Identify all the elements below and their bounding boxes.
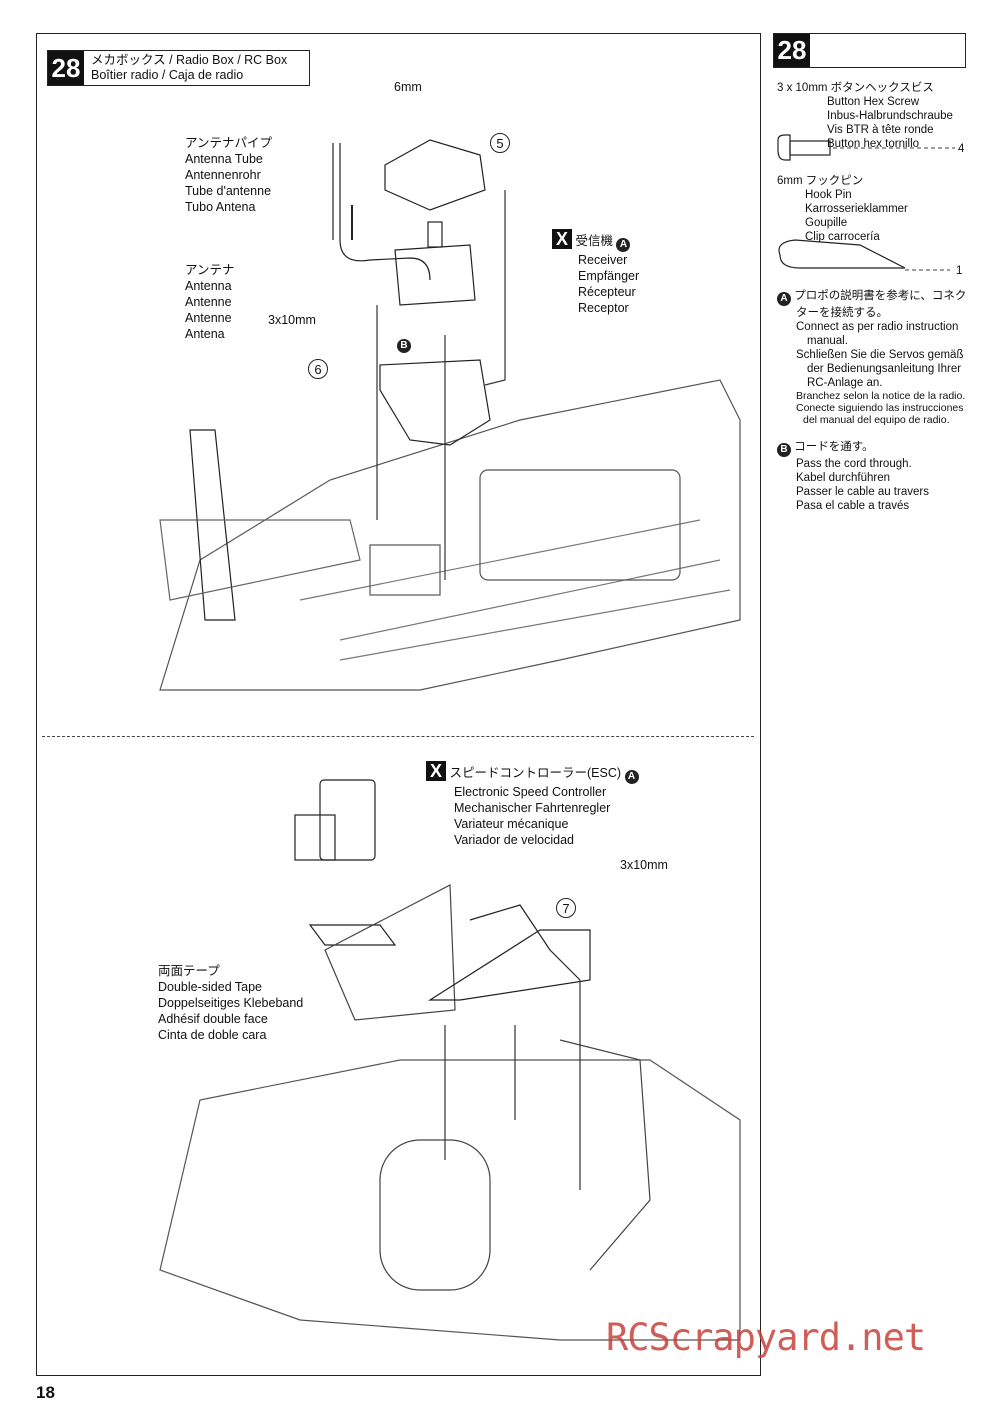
section-divider bbox=[42, 736, 754, 737]
antenna-tube-label: アンテナパイプ Antenna Tube Antennenrohr Tube d… bbox=[185, 136, 273, 214]
part-7-callout: 7 bbox=[556, 898, 576, 918]
part-6-callout: 6 bbox=[308, 359, 328, 379]
x-icon: X bbox=[426, 761, 446, 781]
screw-part-name: 3 x 10mm ボタンヘックスビス Button Hex Screw Inbu… bbox=[777, 82, 953, 150]
step-number: 28 bbox=[48, 51, 84, 85]
sidebar-step-number: 28 bbox=[774, 34, 810, 67]
esc-label: X スピードコントローラー(ESC) A Electronic Speed Co… bbox=[426, 761, 639, 848]
screw-label-upper: 3x10mm bbox=[268, 313, 316, 327]
pin-qty: 1 bbox=[956, 265, 963, 277]
pin-part-name: 6mm フックピン Hook Pin Karrosserieklammer Go… bbox=[777, 175, 908, 243]
part-5-callout: 5 bbox=[490, 133, 510, 153]
step-title-line2: Boîtier radio / Caja de radio bbox=[91, 68, 244, 82]
note-b: B コードを通す。 Pass the cord through. Kabel d… bbox=[777, 440, 929, 513]
x-icon: X bbox=[552, 229, 572, 249]
watermark: RCScrapyard.net bbox=[606, 1316, 926, 1359]
b-marker-side: B bbox=[777, 443, 791, 457]
step-title-line1: メカボックス / Radio Box / RC Box bbox=[91, 53, 288, 67]
b-marker: B bbox=[397, 334, 411, 353]
a-marker: A bbox=[777, 292, 791, 306]
tape-label: 両面テープ Double-sided Tape Doppelseitiges K… bbox=[158, 964, 304, 1042]
screw-qty: 4 bbox=[958, 143, 965, 155]
side-header-frame bbox=[773, 33, 966, 68]
page-number: 18 bbox=[36, 1383, 55, 1402]
screw-label-lower: 3x10mm bbox=[620, 858, 668, 872]
receiver-label: X 受信機 A Receiver Empfänger Récepteur Rec… bbox=[552, 229, 639, 316]
pin-size-label: 6mm bbox=[394, 80, 422, 94]
main-frame bbox=[36, 33, 761, 1376]
note-a: A プロポの説明書を参考に、コネク ターを接続する。 Connect as pe… bbox=[777, 289, 966, 426]
antenna-label: アンテナ Antenna Antenne Antenne Antena bbox=[185, 263, 235, 341]
step-title-box: 28 メカボックス / Radio Box / RC Box Boîtier r… bbox=[47, 50, 310, 86]
